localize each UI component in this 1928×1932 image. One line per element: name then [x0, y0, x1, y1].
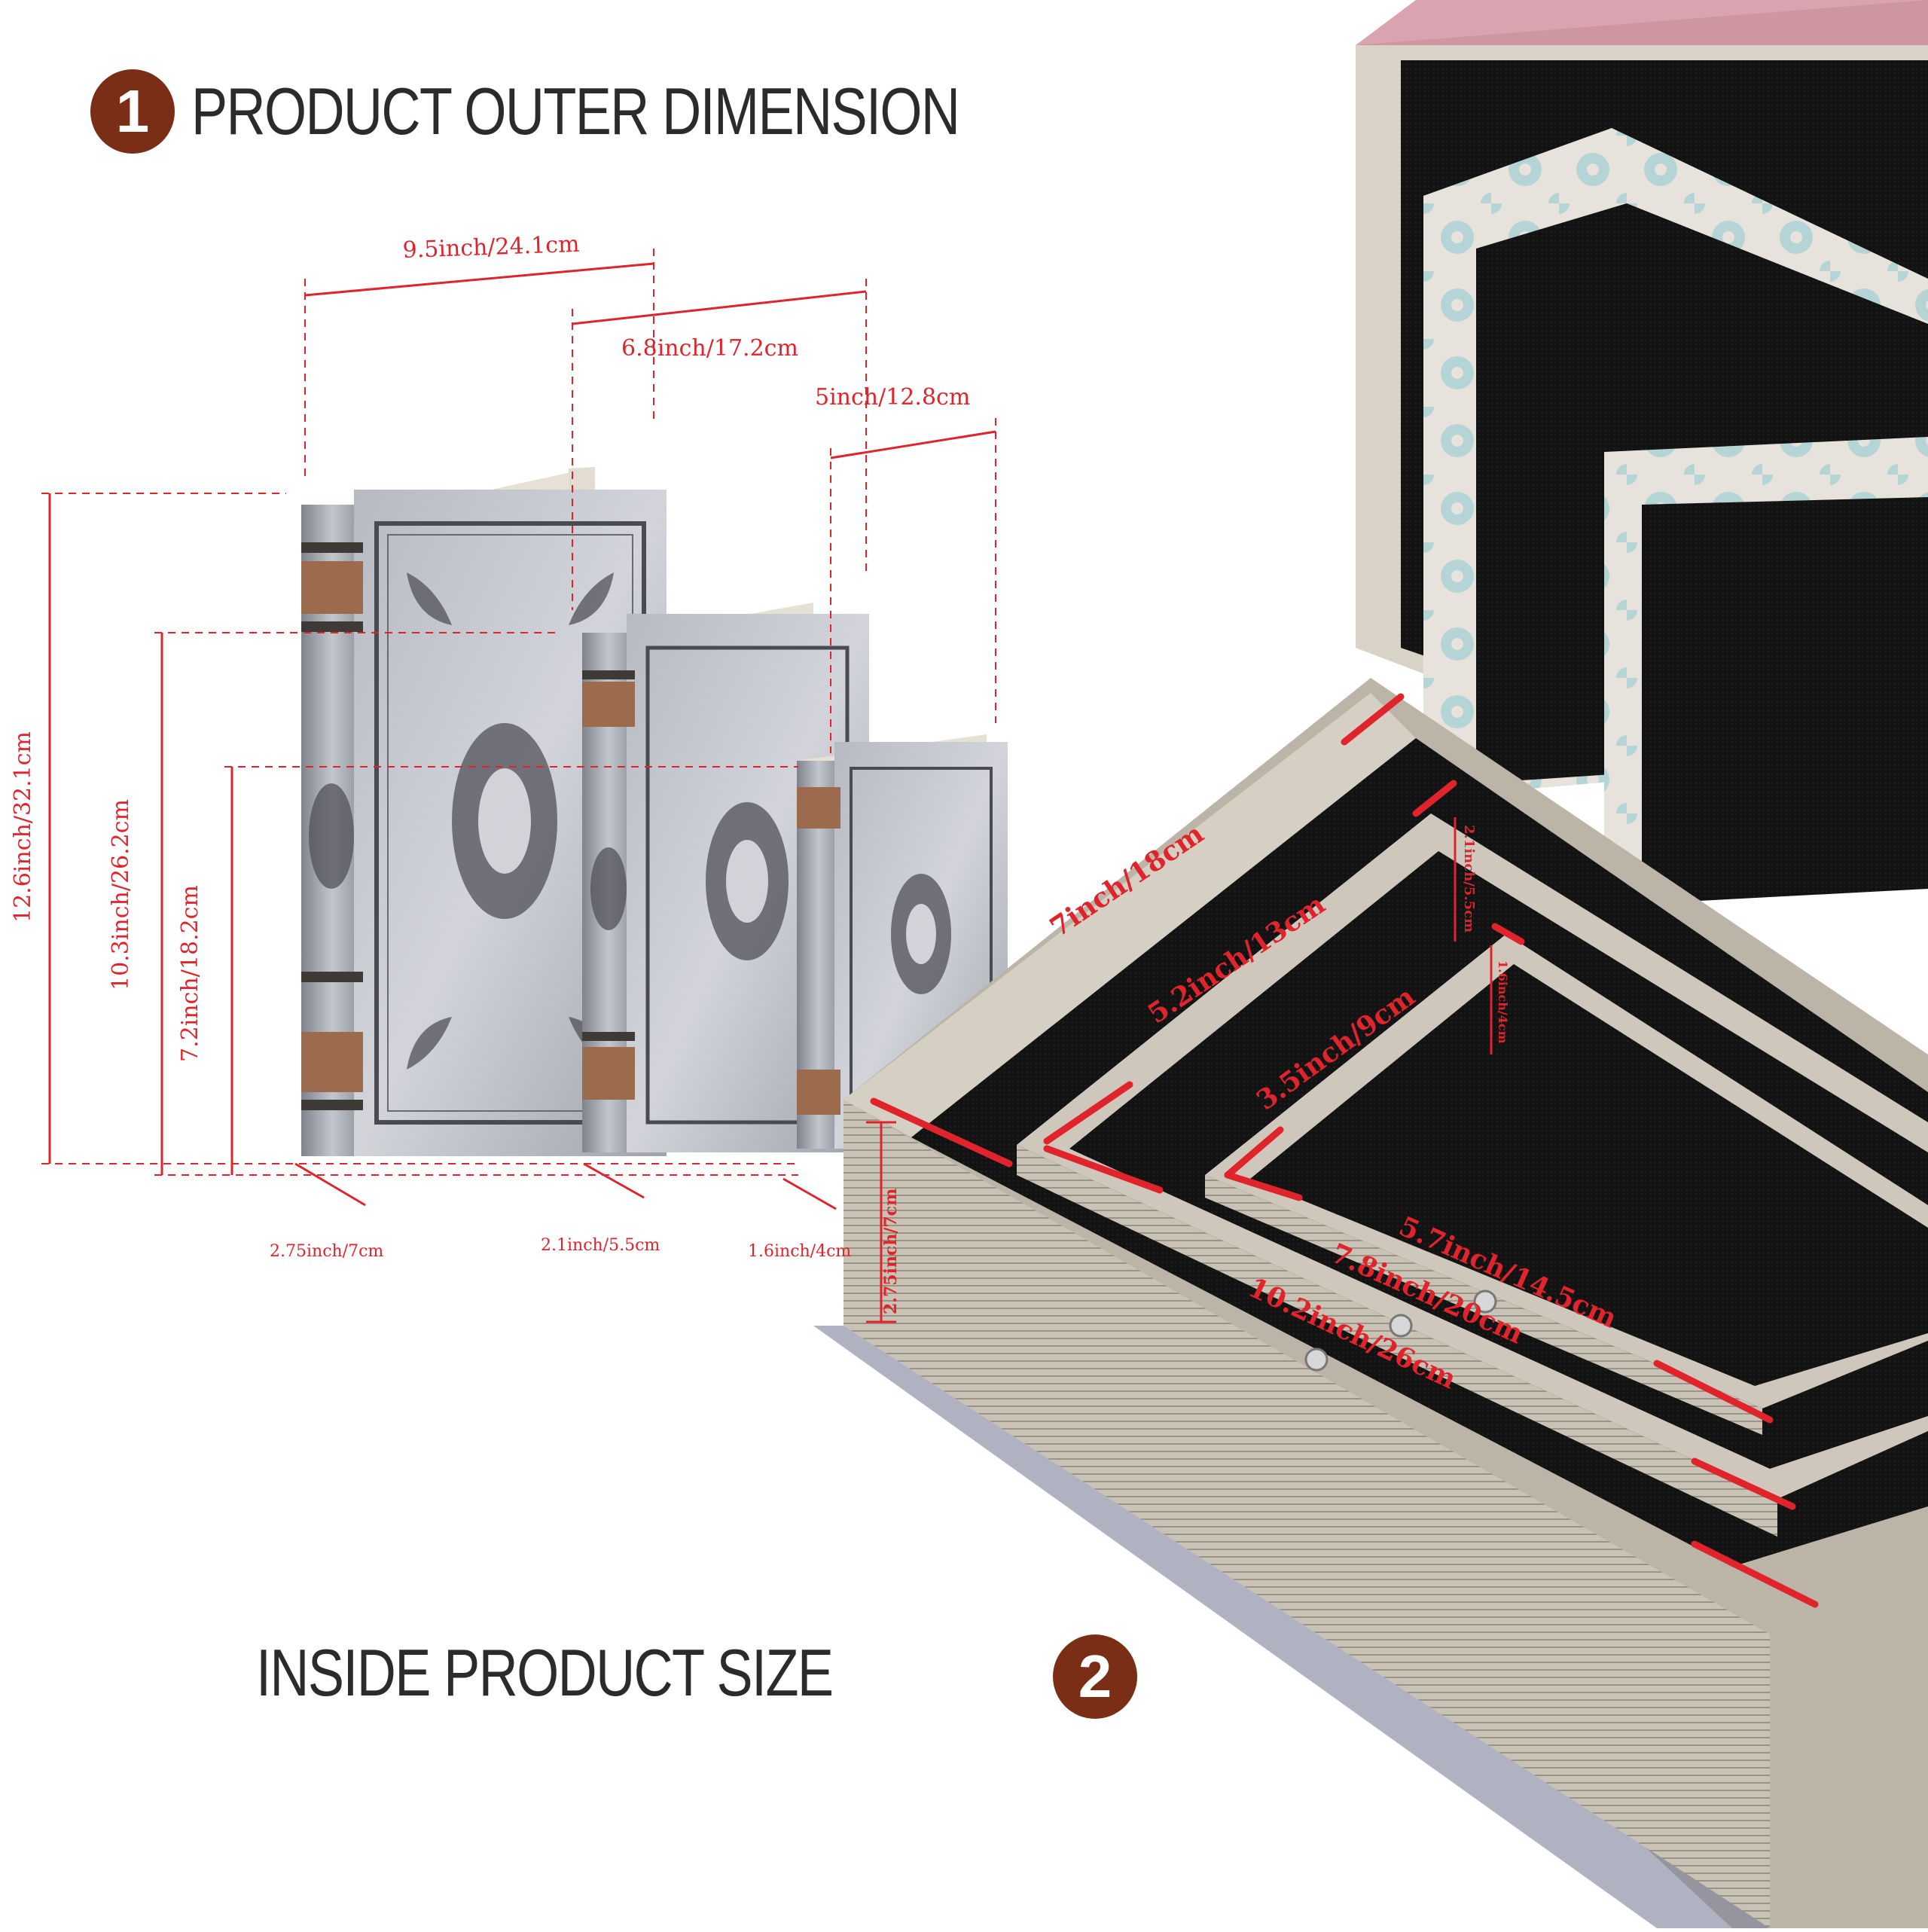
- outer-depth-large-label: 2.75inch/7cm: [270, 1242, 383, 1261]
- outer-height-large-label: 12.6inch/32.1cm: [10, 731, 36, 923]
- outer-height-medium-label: 10.3inch/26.2cm: [108, 799, 134, 990]
- inside-size-title: INSIDE PRODUCT SIZE: [256, 1635, 834, 1710]
- inside-size-heading: INSIDE PRODUCT SIZE 2: [256, 1634, 1137, 1719]
- inside-width-large-label: 7inch/18cm: [1045, 818, 1210, 944]
- outer-dimension-title: PRODUCT OUTER DIMENSION: [191, 74, 960, 148]
- outer-width-large-label: 9.5inch/24.1cm: [402, 231, 580, 264]
- small-book-box: [797, 734, 1008, 1149]
- outer-dimension-heading: 1 PRODUCT OUTER DIMENSION: [90, 69, 1127, 154]
- outer-depth-medium-label: 2.1inch/5.5cm: [541, 1236, 660, 1255]
- step-badge-1: 1: [90, 69, 175, 154]
- outer-height-small-label: 7.2inch/18.2cm: [177, 885, 203, 1062]
- outer-width-small-label: 5inch/12.8cm: [815, 384, 970, 411]
- outer-dimension-lines: [41, 249, 996, 1210]
- inside-width-medium-label: 5.2inch/13cm: [1142, 889, 1332, 1030]
- outer-width-medium-label: 6.8inch/17.2cm: [621, 335, 798, 362]
- open-nested-boxes: [813, 0, 1928, 1928]
- inside-depth-large-label: 2.75inch/7cm: [881, 1189, 901, 1314]
- inside-dimension-lines: [870, 693, 1819, 1608]
- step-badge-2: 2: [1053, 1634, 1137, 1719]
- inside-depth-small-label: 1.6inch/4cm: [1496, 960, 1510, 1044]
- inside-depth-lines: [866, 817, 1493, 1323]
- outer-depth-small-label: 1.6inch/4cm: [748, 1242, 851, 1261]
- inside-depth-medium-label: 2.1inch/5.5cm: [1461, 825, 1477, 932]
- inside-width-small-label: 3.5inch/9cm: [1251, 981, 1421, 1116]
